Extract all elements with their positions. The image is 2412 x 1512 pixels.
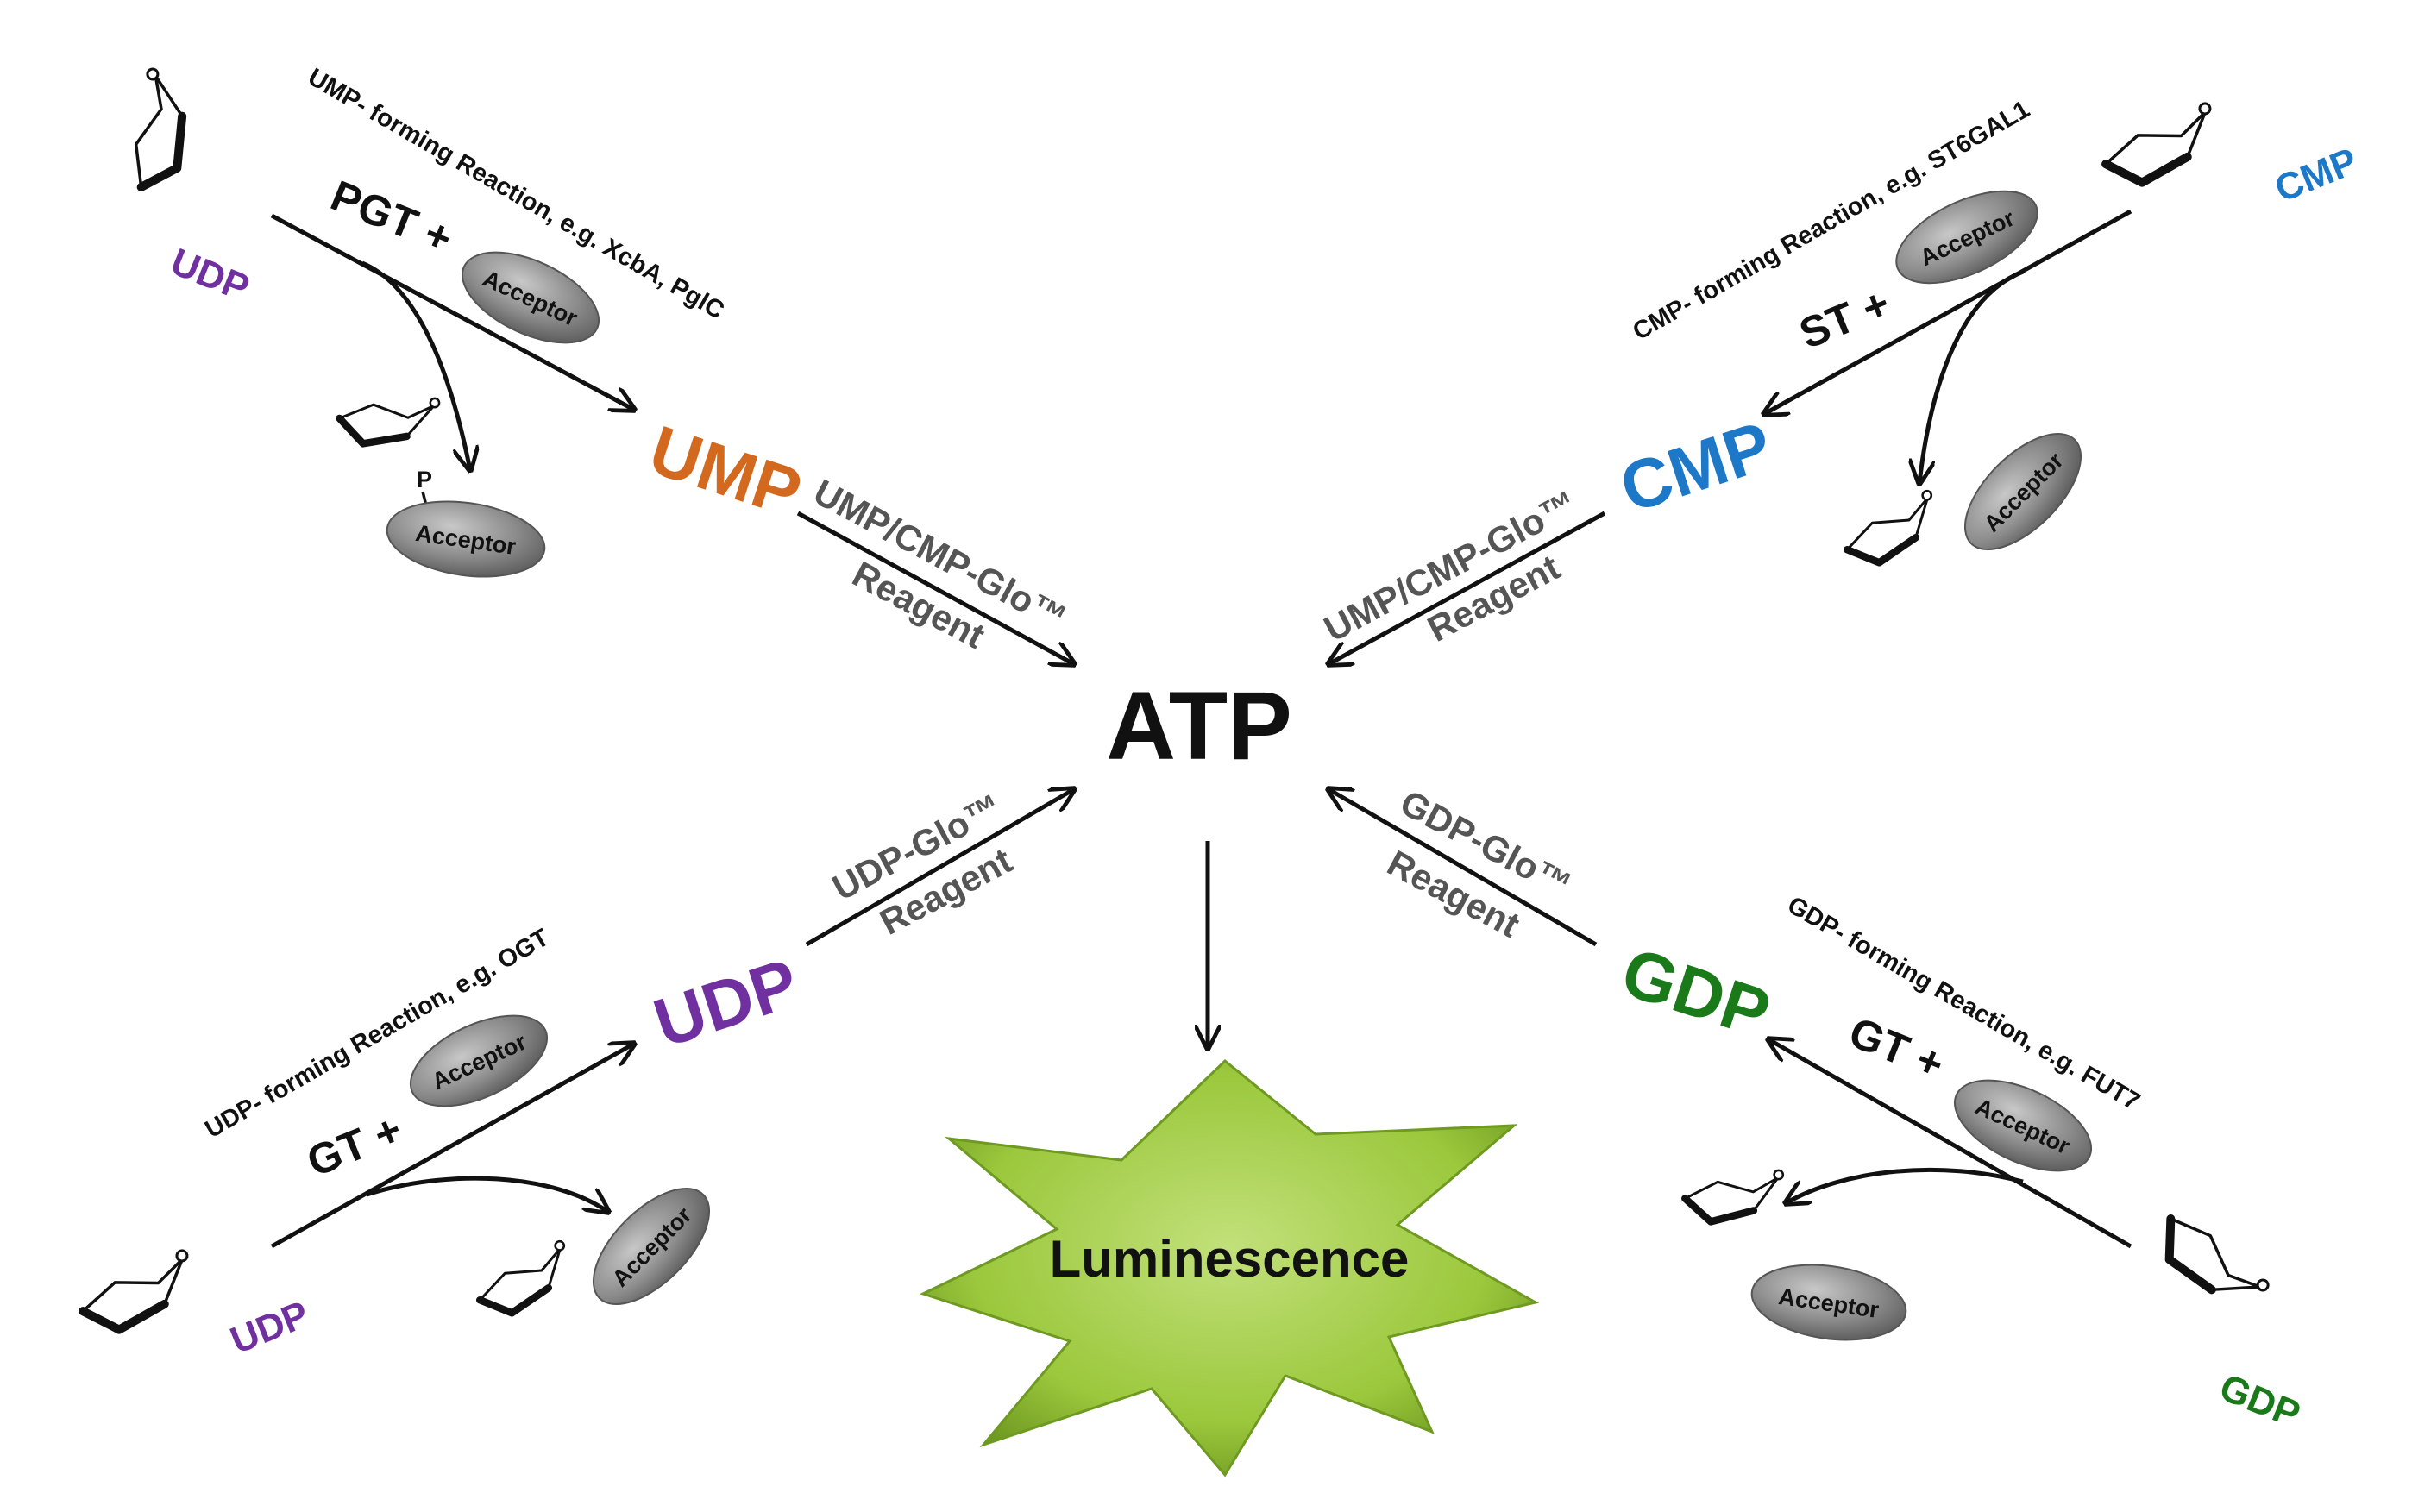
acceptor-ellipse: Acceptor (1895, 190, 2038, 285)
cmp-branch: CMP CMP- forming Reaction, e.g. ST6GAL1 … (1317, 96, 2363, 664)
product-acceptor-ellipse: Acceptor (1750, 1264, 1907, 1341)
gdp-product-label: GDP (1613, 933, 1779, 1052)
acceptor-ellipse: Acceptor (1953, 1079, 2093, 1172)
phospho-sugar-icon (335, 376, 440, 461)
phospho-label: P (417, 467, 432, 492)
luminescence-label: Luminescence (1050, 1230, 1410, 1288)
udp-donor-label: UDP (165, 241, 254, 310)
cmp-side-product-arrow (1919, 269, 2024, 483)
sugar-ring-icon (2152, 1193, 2271, 1324)
sugar-ring-icon (97, 67, 215, 198)
ump-forming-arrow (270, 213, 634, 410)
product-sugar-icon (1839, 490, 1941, 568)
ump-product-label: UMP (641, 411, 811, 532)
udp-forming-arrow (270, 1044, 634, 1249)
product-acceptor-ellipse: Acceptor (386, 500, 546, 578)
gt-enzyme-label: GT + (300, 1105, 408, 1186)
luminescence-starburst (919, 1059, 1540, 1477)
gdp-forming-arrow (1768, 1039, 2132, 1249)
sugar-ring-icon (2101, 103, 2216, 185)
gdp-donor-label: GDP (2214, 1366, 2306, 1436)
atp-label: ATP (1106, 672, 1292, 780)
udp-side-product-arrow (366, 1176, 608, 1212)
gdp-branch: GDP GDP- forming Reaction, e.g. FUT7 GT … (1328, 781, 2306, 1436)
udp-to-atp-arrow (805, 789, 1074, 947)
product-sugar-icon (1682, 1155, 1784, 1233)
gt-enzyme-label: GT + (1843, 1007, 1950, 1089)
gdp-to-atp-arrow (1328, 789, 1598, 947)
gdp-side-product-arrow (1786, 1167, 2024, 1203)
udp-product-label: UDP (645, 944, 807, 1062)
st-enzyme-label: ST + (1793, 279, 1896, 358)
udp-donor-label: UDP (224, 1293, 314, 1362)
cmp-forming-arrow (1764, 209, 2132, 414)
acceptor-ellipse: Acceptor (409, 1014, 549, 1107)
udp-branch: UDP UDP- forming Reaction, e.g. OGT GT +… (79, 786, 1074, 1362)
cmp-to-atp-arrow (1328, 511, 1606, 664)
pgt-enzyme-label: PGT + (324, 171, 459, 263)
ump-side-product-arrow (361, 260, 470, 470)
ump-to-atp-arrow (796, 511, 1074, 664)
acceptor-ellipse: Acceptor (461, 251, 600, 344)
gdp-reaction-label: GDP- forming Reaction, e.g. FUT7 (1783, 891, 2145, 1116)
product-acceptor-ellipse: Acceptor (1963, 432, 2082, 551)
cmp-donor-label: CMP (2269, 140, 2363, 210)
product-acceptor-ellipse: Acceptor (592, 1187, 711, 1306)
ump-branch: UDP UMP- forming Reaction, e.g. XcbA, Pg… (97, 63, 1074, 664)
product-sugar-icon (472, 1240, 574, 1318)
sugar-ring-icon (79, 1250, 193, 1333)
cmp-product-label: CMP (1611, 407, 1781, 528)
